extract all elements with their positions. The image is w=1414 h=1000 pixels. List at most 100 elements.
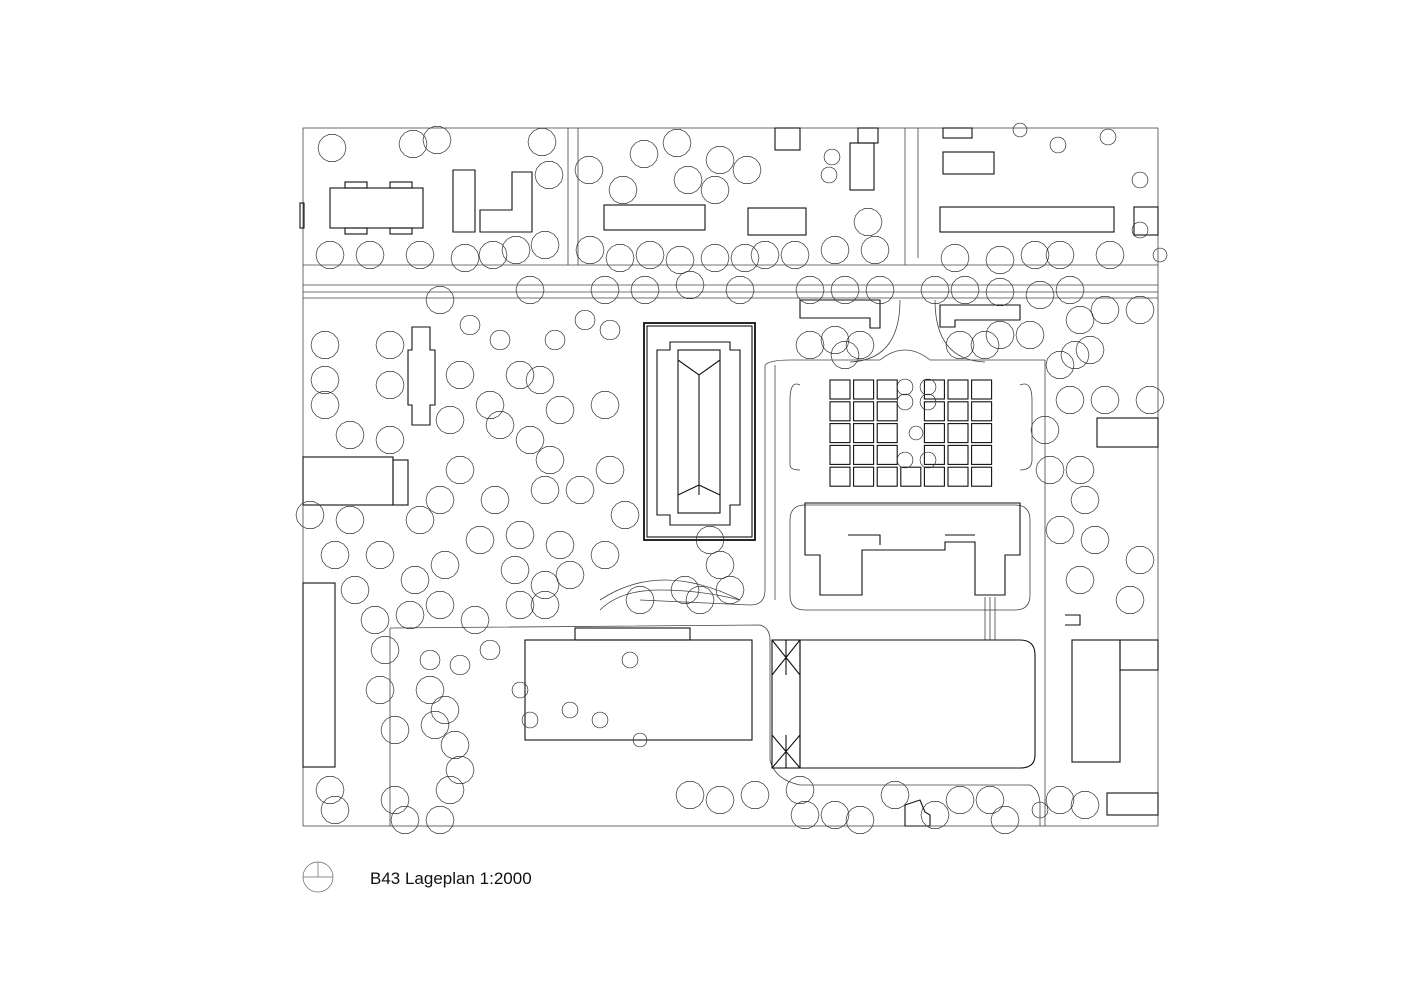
tree-icon bbox=[845, 806, 875, 834]
tree-icon bbox=[1135, 386, 1165, 414]
tree-icon bbox=[479, 639, 501, 661]
tree-icon bbox=[405, 506, 435, 534]
tree-icon bbox=[435, 776, 465, 804]
tree-icon bbox=[670, 576, 700, 604]
tree-icon bbox=[449, 654, 471, 676]
plaza-tile bbox=[829, 444, 851, 465]
tree-icon bbox=[515, 426, 545, 454]
tree-icon bbox=[1099, 128, 1117, 146]
tree-icon bbox=[945, 331, 975, 359]
tree-icon bbox=[505, 591, 535, 619]
tree-icon bbox=[445, 456, 475, 484]
tree-icon bbox=[1015, 321, 1045, 349]
tree-icon bbox=[795, 331, 825, 359]
tree-icon bbox=[705, 146, 735, 174]
tree-icon bbox=[419, 649, 441, 671]
tree-icon bbox=[295, 501, 325, 529]
tree-icon bbox=[1125, 296, 1155, 324]
tree-icon bbox=[975, 786, 1005, 814]
tree-icon bbox=[395, 601, 425, 629]
plaza-tile bbox=[923, 423, 945, 444]
tree-icon bbox=[1045, 351, 1075, 379]
plaza-grid bbox=[829, 379, 993, 487]
tree-icon bbox=[545, 396, 575, 424]
plaza-tile bbox=[947, 423, 969, 444]
tree-icon bbox=[820, 166, 838, 184]
tree-icon bbox=[1030, 416, 1060, 444]
tree-icon bbox=[1095, 241, 1125, 269]
tree-icon bbox=[478, 241, 508, 269]
tree-icon bbox=[1125, 546, 1155, 574]
tree-icon bbox=[544, 329, 566, 351]
tree-icon bbox=[595, 456, 625, 484]
plaza-tile bbox=[900, 466, 922, 487]
tree-icon bbox=[355, 241, 385, 269]
tree-icon bbox=[370, 636, 400, 664]
tree-icon bbox=[985, 246, 1015, 274]
tree-icon bbox=[460, 606, 490, 634]
tree-icon bbox=[425, 286, 455, 314]
tree-icon bbox=[608, 176, 638, 204]
tree-icon bbox=[685, 586, 715, 614]
tree-icon bbox=[310, 331, 340, 359]
tree-icon bbox=[485, 411, 515, 439]
tree-icon bbox=[340, 576, 370, 604]
tree-icon bbox=[730, 244, 760, 272]
tree-icon bbox=[715, 576, 745, 604]
tree-icon bbox=[1075, 336, 1105, 364]
tree-icon bbox=[489, 329, 511, 351]
tree-icon bbox=[555, 561, 585, 589]
tree-icon bbox=[820, 236, 850, 264]
tree-icon bbox=[1065, 566, 1095, 594]
tree-icon bbox=[515, 276, 545, 304]
plaza-tile bbox=[876, 379, 898, 400]
plaza-tile bbox=[923, 379, 945, 400]
tree-icon bbox=[920, 276, 950, 304]
plaza-tile bbox=[876, 401, 898, 422]
tree-icon bbox=[630, 276, 660, 304]
plaza-tile bbox=[853, 401, 875, 422]
tree-icon bbox=[591, 711, 609, 729]
tree-icon bbox=[440, 731, 470, 759]
tree-icon bbox=[511, 681, 529, 699]
tree-icon bbox=[985, 278, 1015, 306]
tree-icon bbox=[853, 208, 883, 236]
tree-icon bbox=[1055, 276, 1085, 304]
tree-icon bbox=[1045, 516, 1075, 544]
plaza-tile bbox=[947, 444, 969, 465]
tree-icon bbox=[360, 606, 390, 634]
tree-icon bbox=[823, 148, 841, 166]
tree-icon bbox=[732, 156, 762, 184]
tree-icon bbox=[390, 806, 420, 834]
tree-icon bbox=[740, 781, 770, 809]
tree-icon bbox=[985, 321, 1015, 349]
tree-icon bbox=[919, 393, 937, 411]
tree-icon bbox=[705, 551, 735, 579]
tree-icon bbox=[335, 421, 365, 449]
tree-icon bbox=[590, 541, 620, 569]
plaza-tile bbox=[971, 401, 993, 422]
tree-icon bbox=[425, 591, 455, 619]
tree-icon bbox=[480, 486, 510, 514]
tree-icon bbox=[380, 786, 410, 814]
tree-icon bbox=[621, 651, 639, 669]
tree-icon bbox=[375, 371, 405, 399]
tree-icon bbox=[1045, 241, 1075, 269]
tree-icon bbox=[662, 129, 692, 157]
plaza-tile bbox=[971, 466, 993, 487]
plaza-tile bbox=[947, 379, 969, 400]
tree-icon bbox=[970, 331, 1000, 359]
tree-icon bbox=[405, 241, 435, 269]
tree-icon bbox=[380, 716, 410, 744]
tree-icon bbox=[534, 161, 564, 189]
tree-icon bbox=[530, 571, 560, 599]
tree-icon bbox=[830, 276, 860, 304]
tree-icon bbox=[561, 701, 579, 719]
tree-icon bbox=[459, 314, 481, 336]
tree-icon bbox=[525, 366, 555, 394]
tree-icon bbox=[501, 236, 531, 264]
tree-icon bbox=[1031, 801, 1049, 819]
tree-icon bbox=[865, 276, 895, 304]
plaza-tile bbox=[923, 401, 945, 422]
